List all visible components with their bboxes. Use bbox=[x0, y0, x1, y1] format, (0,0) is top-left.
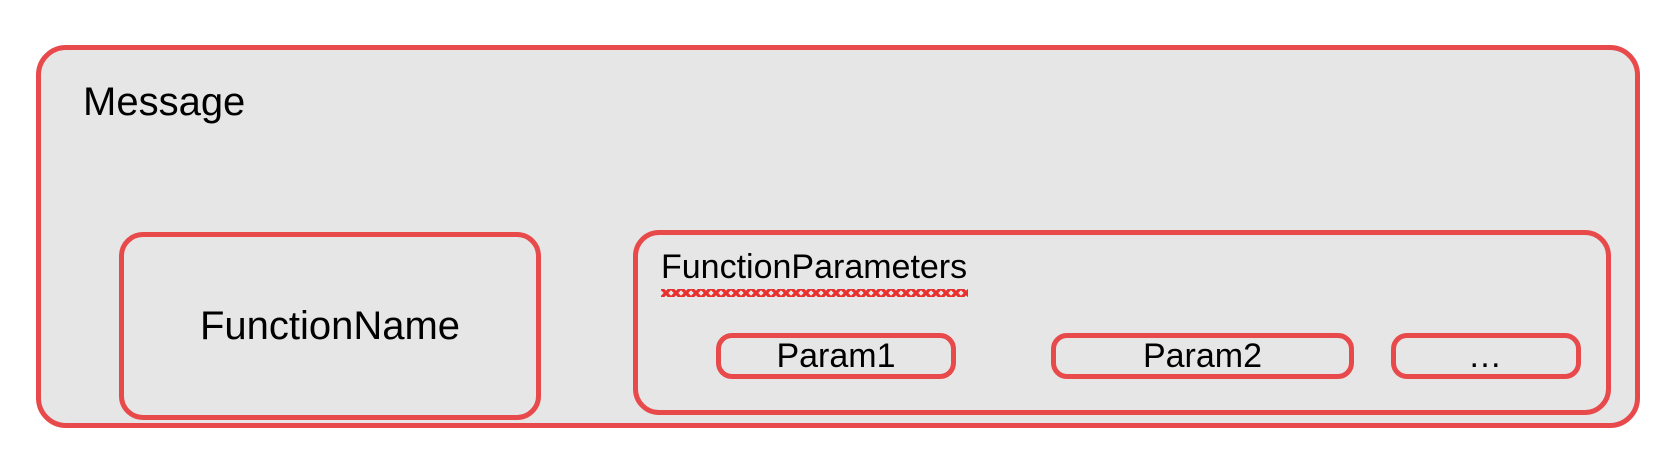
parameter-box-1[interactable]: Param1 bbox=[716, 333, 956, 379]
function-name-box[interactable]: FunctionName bbox=[119, 232, 541, 420]
spellcheck-squiggle-icon bbox=[661, 289, 968, 297]
message-box[interactable]: Message FunctionName FunctionParameters … bbox=[36, 45, 1640, 428]
function-parameters-label: FunctionParameters bbox=[661, 248, 968, 286]
parameter-label-1: Param1 bbox=[776, 337, 896, 375]
parameter-box-2[interactable]: Param2 bbox=[1051, 333, 1354, 379]
parameter-box-ellipsis[interactable]: … bbox=[1391, 333, 1581, 379]
parameter-label-2: Param2 bbox=[1142, 337, 1263, 375]
function-name-label: FunctionName bbox=[199, 304, 461, 348]
parameter-list: Param1 Param2 … bbox=[638, 235, 1606, 410]
message-label: Message bbox=[83, 80, 246, 124]
function-parameters-box[interactable]: FunctionParameters Param1 Param2 … bbox=[633, 230, 1611, 415]
parameter-label-ellipsis: … bbox=[1468, 337, 1504, 375]
